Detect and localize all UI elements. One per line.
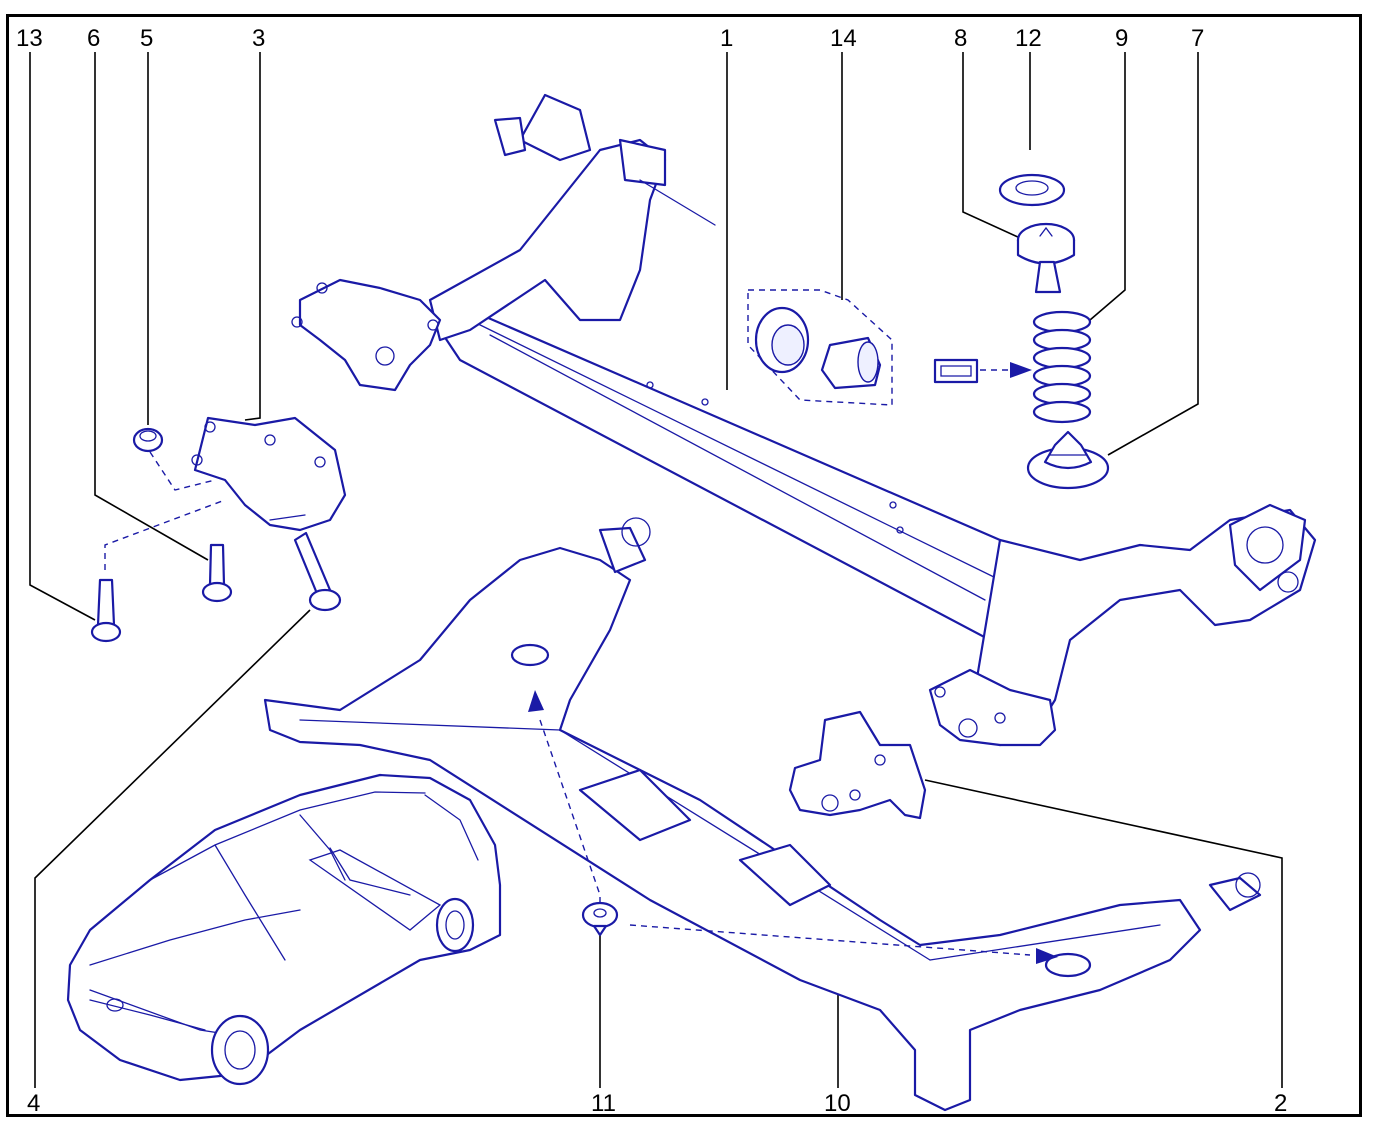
callout-2: 2 (1274, 1090, 1287, 1117)
callout-12: 12 (1015, 25, 1042, 52)
bolt-13 (90, 578, 122, 643)
bolt-4 (293, 531, 342, 612)
cap-nut (132, 427, 164, 453)
callout-9: 9 (1115, 25, 1128, 52)
callout-5: 5 (140, 25, 153, 52)
right-mount-bracket (788, 710, 927, 820)
left-mount-bracket (191, 416, 347, 532)
bump-stop (1026, 430, 1110, 490)
coil-spring (1032, 310, 1092, 424)
leader-lines (29, 52, 1283, 1088)
rear-axle-beam (291, 93, 1317, 747)
callout-1: 1 (720, 25, 733, 52)
assembly-lines-left (104, 451, 226, 570)
upper-spring-seat (1016, 222, 1076, 294)
callout-14: 14 (830, 25, 857, 52)
callout-13: 13 (16, 25, 43, 52)
diagram-frame (6, 14, 1362, 1117)
callout-3: 3 (252, 25, 265, 52)
callout-7: 7 (1191, 25, 1204, 52)
car-illustration (66, 773, 502, 1086)
spring-washer (998, 173, 1066, 207)
callout-4: 4 (27, 1090, 40, 1117)
callout-11: 11 (591, 1090, 616, 1117)
callout-6: 6 (87, 25, 100, 52)
reference-label (933, 358, 1032, 384)
bolt-6 (201, 543, 233, 603)
underbody-crossmember (263, 517, 1262, 1112)
callout-8: 8 (954, 25, 967, 52)
grommet (581, 901, 619, 937)
bushing-set (747, 289, 893, 406)
callout-10: 10 (824, 1090, 851, 1117)
